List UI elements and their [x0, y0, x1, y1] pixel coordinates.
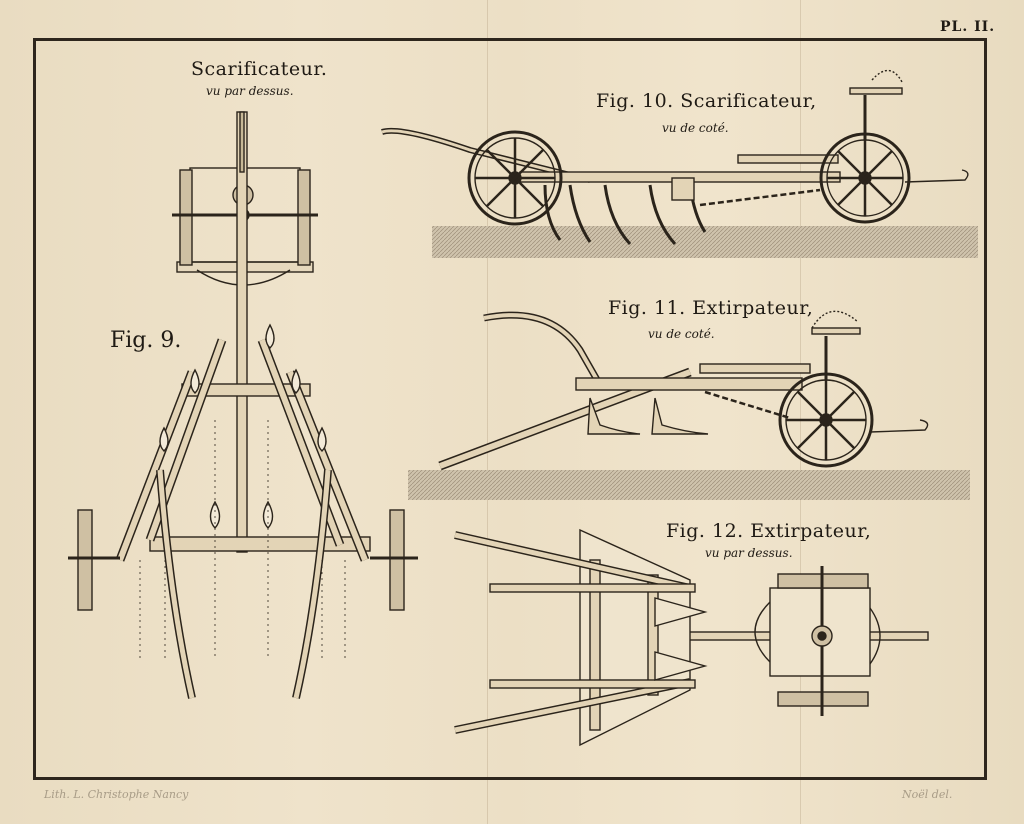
fig11-subtitle: vu de coté. [648, 327, 715, 341]
fig10-title: Fig. 10. Scarificateur, [596, 90, 817, 112]
fig11-title: Fig. 11. Extirpateur, [608, 297, 814, 319]
lithographer-credit: Lith. L. Christophe Nancy [44, 788, 189, 801]
fig9-label: Fig. 9. [110, 328, 182, 353]
fig10-subtitle: vu de coté. [662, 121, 729, 135]
plate-border [33, 38, 987, 780]
fig9-drawing [68, 111, 418, 699]
fig12-subtitle: vu par dessus. [705, 546, 793, 560]
fig11-drawing [408, 310, 970, 500]
fig9-subtitle: vu par dessus. [206, 84, 294, 98]
fig12-drawing [454, 528, 929, 747]
fold-line [487, 0, 488, 824]
draughtsman-credit: Noël del. [902, 788, 953, 801]
fig10-drawing [381, 69, 978, 258]
fold-line [800, 0, 801, 824]
fig9-title: Scarificateur. [191, 58, 328, 80]
plate-number: PL. II. [940, 19, 996, 35]
fig12-title: Fig. 12. Extirpateur, [666, 520, 872, 542]
